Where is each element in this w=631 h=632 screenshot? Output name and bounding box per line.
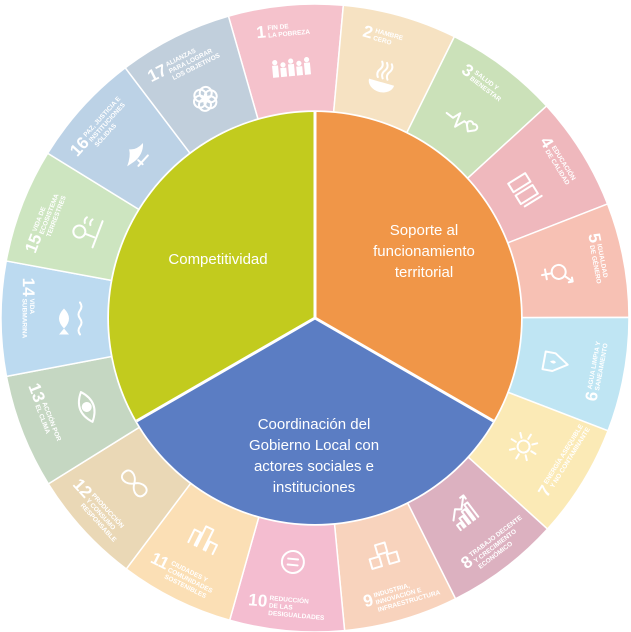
city-icon [187, 525, 219, 556]
goal-label: FIN DELA POBREZA [267, 21, 310, 39]
flower-icon [192, 85, 218, 112]
tree-icon [72, 216, 104, 249]
sector-dividers [135, 112, 495, 423]
goal-label: VIDASUBMARINA [20, 299, 35, 339]
book-icon [507, 172, 543, 208]
goal-number: 6 [582, 390, 602, 403]
goal-wedge [0, 260, 113, 378]
people-icon [272, 57, 311, 78]
goal-wedge [124, 15, 259, 155]
bowl-icon [368, 60, 395, 93]
competitividad-label: Competitividad [168, 251, 267, 268]
heartbeat-icon [445, 111, 479, 133]
infinity-icon [120, 469, 148, 498]
soporte-sector [315, 112, 521, 421]
goal-number: 1 [255, 22, 266, 42]
fish-icon [59, 301, 83, 336]
goal-number: 10 [248, 590, 269, 611]
sun-icon [508, 431, 539, 462]
competitividad-sector [109, 112, 315, 421]
water-drop-icon [541, 350, 569, 373]
cubes-icon [368, 541, 401, 570]
eye-icon [77, 391, 96, 423]
goal-number: 5 [584, 232, 604, 245]
goal-number: 14 [19, 278, 38, 297]
equal-icon [280, 550, 305, 575]
dove-icon [127, 142, 149, 167]
gender-icon [540, 263, 574, 284]
growth-chart-icon [452, 494, 480, 532]
